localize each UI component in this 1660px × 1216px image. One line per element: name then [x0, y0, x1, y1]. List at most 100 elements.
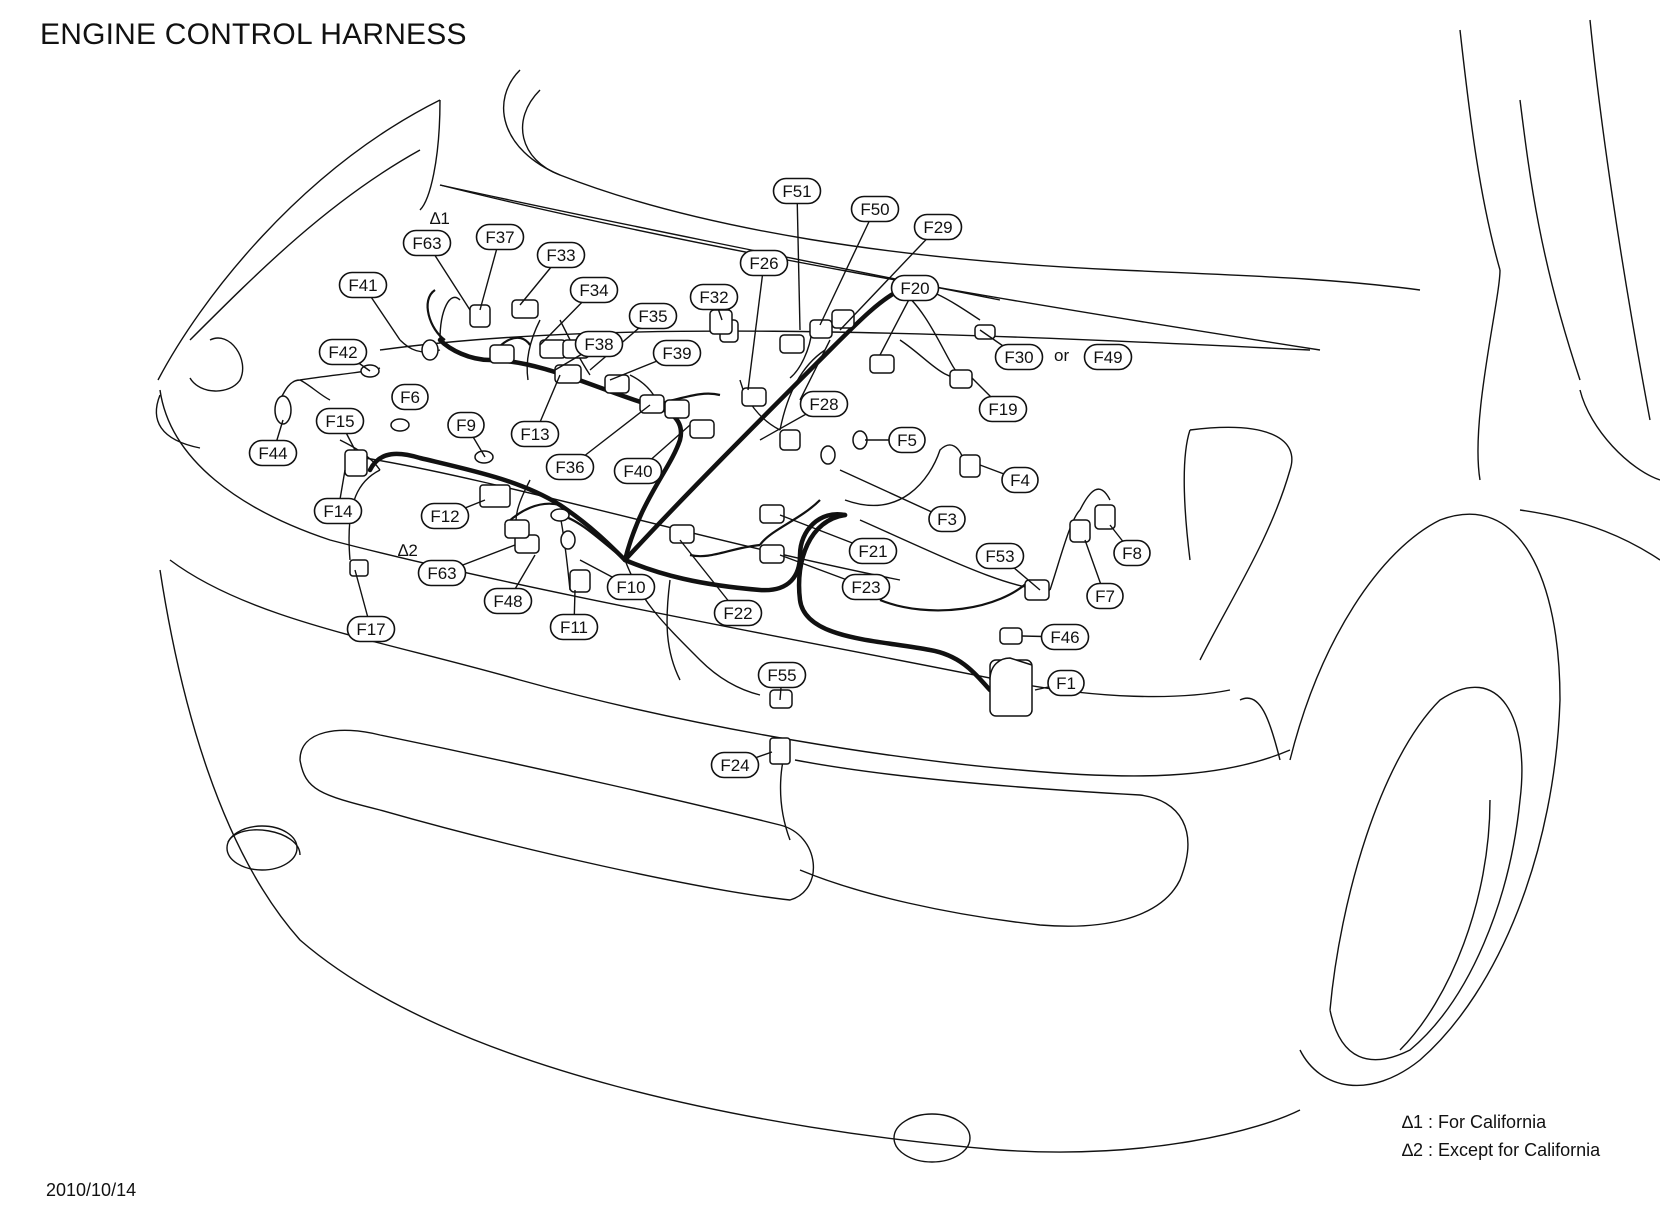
- connector-label-text: F63: [427, 564, 456, 583]
- connector-label-f48: F48: [483, 587, 533, 615]
- connector-label-pill: [315, 407, 365, 435]
- leader-line: [839, 226, 939, 331]
- legend-item-california: ∆1 : For California: [1402, 1112, 1547, 1132]
- connector-label-pill: [613, 457, 663, 485]
- connector-label-pill: [391, 383, 429, 411]
- connector-label-text: F30: [1004, 348, 1033, 367]
- connector-label-pill: [739, 249, 789, 277]
- connector-label-pill: [1040, 623, 1090, 651]
- connector-label-pill: [447, 411, 485, 439]
- connector-label-text: F3: [937, 510, 957, 529]
- connector-label-f35: F35: [628, 302, 678, 330]
- connector-label-text: F51: [782, 182, 811, 201]
- connector-label-pill: [628, 302, 678, 330]
- connector-label-pill: [569, 276, 619, 304]
- connector-label-text: F35: [638, 307, 667, 326]
- leader-line: [819, 208, 876, 326]
- connector-label-pill: [713, 599, 763, 627]
- connector-label-pill: [888, 426, 926, 454]
- connector-label-f50: F50: [850, 195, 900, 223]
- connector-label-f11: F11: [549, 613, 599, 641]
- connector-label-pill: [606, 573, 656, 601]
- connector-label-f29: F29: [913, 213, 963, 241]
- connector-label-f9: F9: [447, 411, 485, 439]
- connector-label-text: F32: [699, 288, 728, 307]
- connector-label-text: F38: [584, 335, 613, 354]
- connector-labels: F1F3F4F5F6F7F8F9F10F11F12F13F14F15F17F19…: [248, 177, 1151, 779]
- connector-label-text: F26: [749, 254, 778, 273]
- connector-label-f24: F24: [710, 751, 760, 779]
- connector-label-text: F17: [356, 620, 385, 639]
- connector-label-pill: [1113, 539, 1151, 567]
- connector-label-text: F29: [923, 218, 952, 237]
- connector-label-f1: F1: [1047, 669, 1085, 697]
- connector-label-pill: [710, 751, 760, 779]
- connector-label-f13: F13: [510, 420, 560, 448]
- connector-label-f33: F33: [536, 241, 586, 269]
- connector-label-text: F7: [1095, 587, 1115, 606]
- connector-label-pill: [346, 615, 396, 643]
- connector-label-f41: F41: [338, 271, 388, 299]
- connector-label-pill: [536, 241, 586, 269]
- connector-label-text: F11: [560, 618, 588, 637]
- legend-item-except-california: ∆2 : Except for California: [1402, 1140, 1601, 1160]
- connector-label-f7: F7: [1086, 582, 1124, 610]
- connector-label-text: F5: [897, 431, 917, 450]
- connector-label-text: F19: [988, 400, 1017, 419]
- connector-label-f51: F51: [772, 177, 822, 205]
- connector-label-f34: F34: [569, 276, 619, 304]
- connector-label-text: F53: [985, 547, 1014, 566]
- connector-label-pill: [978, 395, 1028, 423]
- connector-label-f5: F5: [888, 426, 926, 454]
- connector-label-f26: F26: [739, 249, 789, 277]
- connector-label-text: F23: [851, 578, 880, 597]
- connector-label-f32: F32: [689, 283, 739, 311]
- connector-label-pill: [417, 559, 467, 587]
- connector-label-text: F8: [1122, 544, 1142, 563]
- connector-label-f46: F46: [1040, 623, 1090, 651]
- connector-label-pill: [318, 338, 368, 366]
- connector-label-text: F50: [860, 200, 889, 219]
- connector-label-text: F37: [485, 228, 514, 247]
- connector-label-text: F14: [323, 502, 352, 521]
- connector-label-pill: [890, 274, 940, 302]
- or-text: or: [1054, 346, 1069, 365]
- connector-label-pill: [841, 573, 891, 601]
- connector-label-pill: [928, 505, 966, 533]
- connector-label-text: F55: [767, 666, 796, 685]
- connector-label-f17: F17: [346, 615, 396, 643]
- connector-label-pill: [975, 542, 1025, 570]
- connector-label-text: F4: [1010, 471, 1030, 490]
- connector-label-f10: F10: [606, 573, 656, 601]
- connector-label-pill: [510, 420, 560, 448]
- connector-label-text: F34: [579, 281, 608, 300]
- connector-label-text: F36: [555, 458, 584, 477]
- connector-label-text: F12: [430, 507, 459, 526]
- connector-label-pill: [850, 195, 900, 223]
- connector-label-text: F46: [1050, 628, 1079, 647]
- connector-label-text: F41: [348, 276, 377, 295]
- connector-label-f63: F63: [417, 559, 467, 587]
- connector-label-text: F40: [623, 462, 652, 481]
- legend: ∆1 : For California ∆2 : Except for Cali…: [1402, 1108, 1600, 1164]
- connector-label-pill: [652, 339, 702, 367]
- connector-label-f14: F14: [313, 497, 363, 525]
- connector-label-text: F20: [900, 279, 929, 298]
- connector-label-text: F49: [1093, 348, 1122, 367]
- connector-label-pill: [1086, 582, 1124, 610]
- connector-label-pill: [1083, 343, 1133, 371]
- connector-label-f3: F3: [928, 505, 966, 533]
- connector-label-f8: F8: [1113, 539, 1151, 567]
- connector-label-f44: F44: [248, 439, 298, 467]
- connector-label-f42: F42: [318, 338, 368, 366]
- connector-label-pill: [689, 283, 739, 311]
- connector-label-text: F44: [258, 444, 287, 463]
- connector-label-pill: [574, 330, 624, 358]
- connector-label-pill: [1047, 669, 1085, 697]
- connector-label-f19: F19: [978, 395, 1028, 423]
- connector-label-pill: [757, 661, 807, 689]
- connector-label-pill: [248, 439, 298, 467]
- connector-label-f63: F63: [402, 229, 452, 257]
- connector-label-f4: F4: [1001, 466, 1039, 494]
